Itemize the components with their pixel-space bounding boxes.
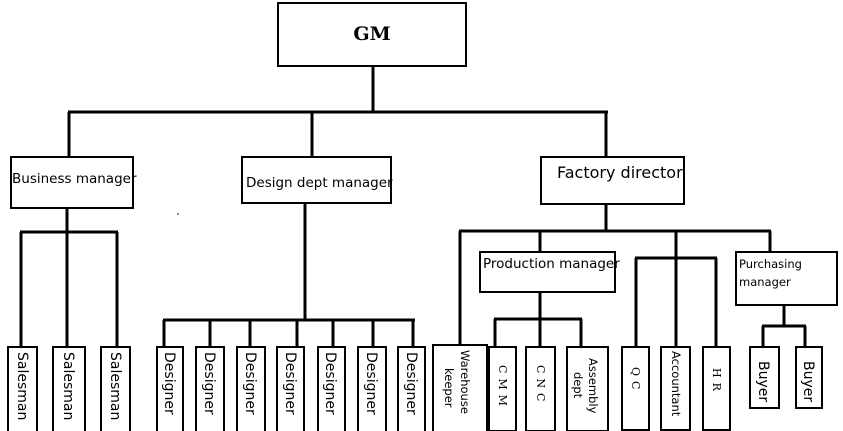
designer-label-7: Designer — [403, 352, 419, 415]
accountant-label: Accountant — [669, 351, 683, 417]
connector-lines — [19, 66, 807, 347]
factory-director-node: Factory director — [540, 156, 685, 205]
warehouse-keeper-label-line1: Warehouse — [458, 350, 472, 414]
salesman-label-3: Salesman — [107, 352, 123, 420]
designer-node-1: Designer — [156, 346, 184, 431]
salesman-node-2: Salesman — [52, 346, 86, 431]
designer-node-2: Designer — [195, 346, 225, 431]
accountant-node: Accountant — [660, 346, 691, 431]
designer-node-5: Designer — [317, 346, 346, 431]
cmm-node: CMM — [488, 346, 517, 431]
designer-label-1: Designer — [161, 352, 177, 415]
factory-director-label: Factory director — [557, 163, 683, 182]
qc-node: QC — [621, 346, 650, 431]
assembly-dept-label-line1: Assembly — [586, 358, 600, 414]
designer-label-5: Designer — [322, 352, 338, 415]
gm-node: GM — [277, 2, 467, 67]
salesman-label-2: Salesman — [60, 352, 76, 420]
purchasing-manager-node: Purchasing manager — [735, 251, 838, 306]
designer-label-4: Designer — [282, 352, 298, 415]
salesman-node-1: Salesman — [7, 346, 38, 431]
purchasing-manager-label-line1: Purchasing — [739, 257, 802, 271]
assembly-dept-node: Assembly dept — [566, 346, 609, 431]
designer-node-3: Designer — [236, 346, 266, 431]
buyer-node-1: Buyer — [749, 346, 780, 409]
buyer-label-1: Buyer — [755, 361, 771, 402]
hr-node: HR — [702, 346, 731, 431]
design-manager-node: Design dept manager — [241, 156, 393, 204]
business-manager-node: Business manager — [10, 156, 137, 209]
production-manager-node: Production manager — [479, 251, 620, 293]
buyer-label-2: Buyer — [800, 361, 816, 402]
stray-dot — [177, 213, 179, 215]
designer-label-3: Designer — [242, 352, 258, 415]
warehouse-keeper-label-line2: keeper — [442, 368, 456, 408]
purchasing-manager-label-line2: manager — [739, 275, 791, 289]
warehouse-keeper-node: Warehouse keeper — [432, 344, 488, 431]
design-manager-label: Design dept manager — [246, 175, 393, 191]
salesman-label-1: Salesman — [14, 352, 30, 420]
gm-label: GM — [353, 23, 390, 45]
qc-label: QC — [629, 367, 642, 394]
cnc-label: CNC — [534, 365, 547, 406]
designer-node-6: Designer — [357, 346, 387, 431]
designer-node-4: Designer — [276, 346, 305, 431]
assembly-dept-label-line2: dept — [571, 372, 585, 399]
cmm-label: CMM — [496, 365, 509, 411]
buyer-node-2: Buyer — [795, 346, 823, 409]
salesman-node-3: Salesman — [100, 346, 131, 431]
production-manager-label: Production manager — [483, 256, 620, 272]
business-manager-label: Business manager — [12, 171, 137, 187]
cnc-node: CNC — [525, 346, 556, 431]
designer-label-6: Designer — [363, 352, 379, 415]
designer-label-2: Designer — [201, 352, 217, 415]
hr-label: HR — [710, 368, 723, 396]
designer-node-7: Designer — [397, 346, 426, 431]
